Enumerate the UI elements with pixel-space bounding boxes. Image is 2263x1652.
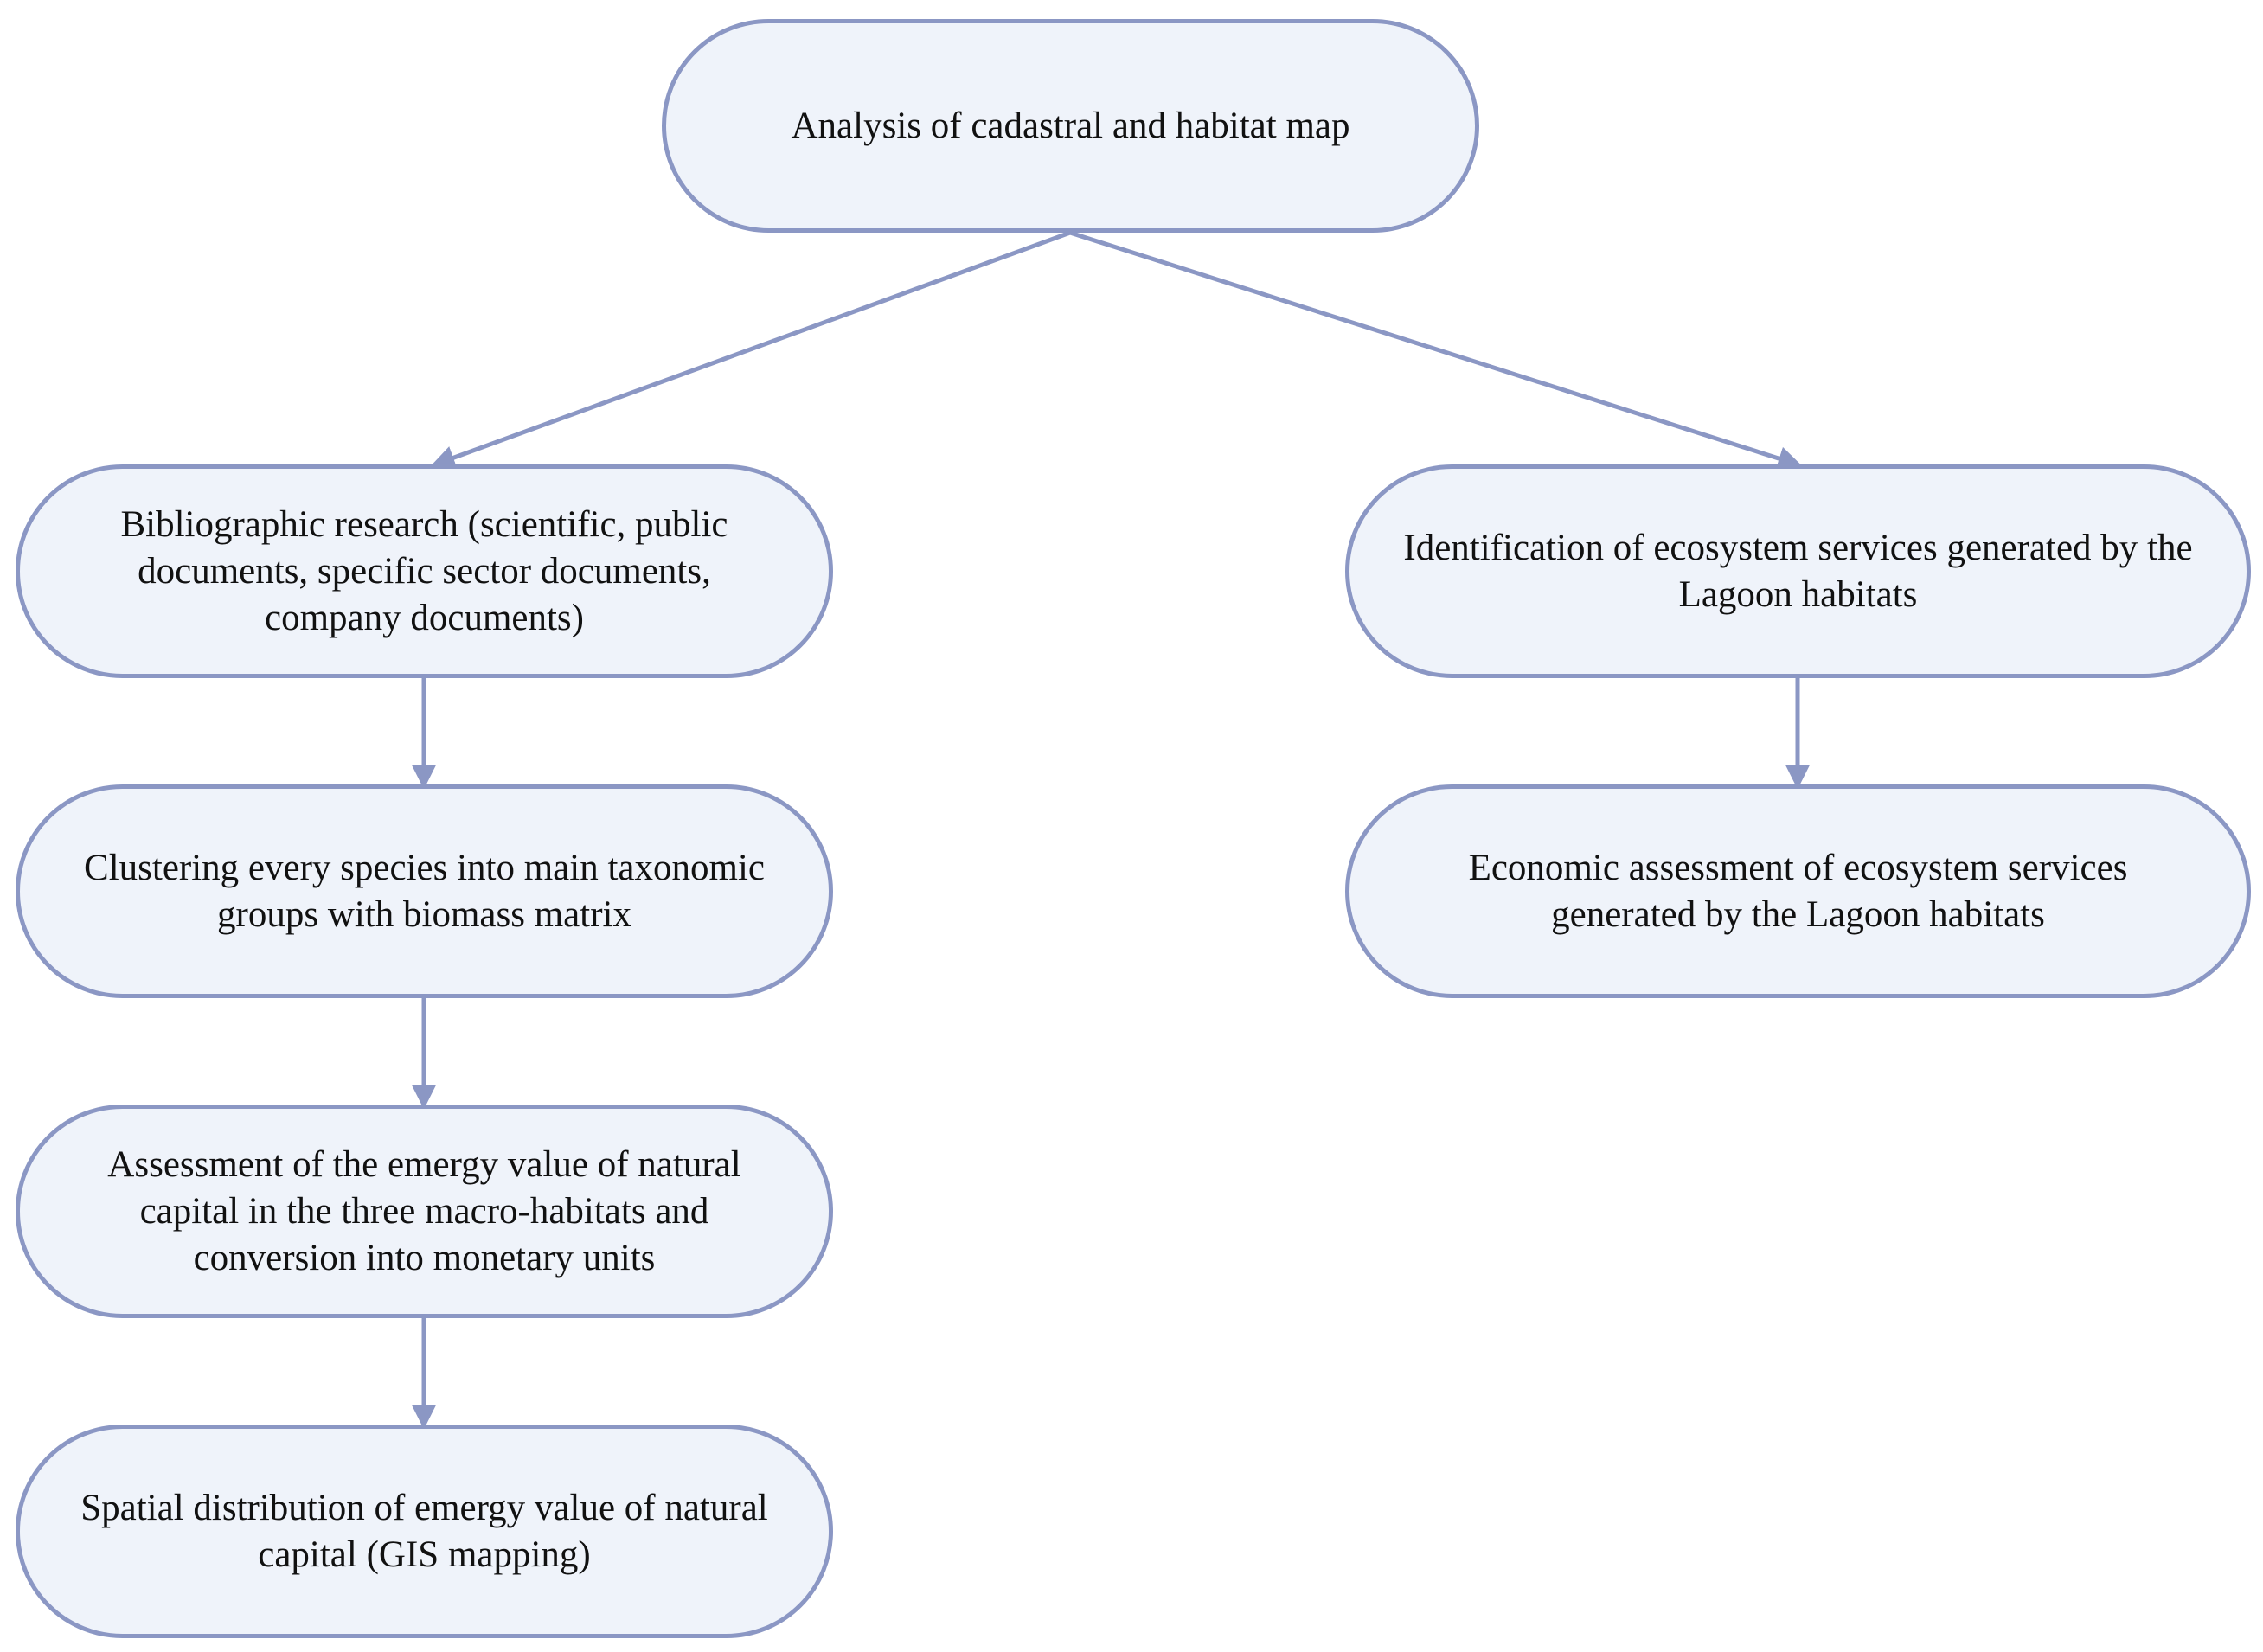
node-emergy-value-assessment: Assessment of the emergy value of natura… [16,1105,833,1318]
node-label: Assessment of the emergy value of natura… [107,1143,741,1278]
node-label: Analysis of cadastral and habitat map [791,105,1350,146]
node-label: Economic assessment of ecosystem service… [1468,847,2128,935]
node-economic-assessment-ecosystem-services: Economic assessment of ecosystem service… [1345,784,2251,998]
connector-root-to-identification [1069,230,1803,471]
node-label: Bibliographic research (scientific, publ… [120,503,728,638]
node-identification-ecosystem-services: Identification of ecosystem services gen… [1345,464,2251,678]
node-label: Spatial distribution of emergy value of … [80,1487,768,1575]
node-label: Clustering every species into main taxon… [84,847,765,935]
connector-root-to-bibliographic [430,230,1071,470]
node-spatial-distribution: Spatial distribution of emergy value of … [16,1425,833,1638]
node-clustering-species: Clustering every species into main taxon… [16,784,833,998]
node-label: Identification of ecosystem services gen… [1403,527,2193,615]
node-bibliographic-research: Bibliographic research (scientific, publ… [16,464,833,678]
node-analysis-cadastral-habitat-map: Analysis of cadastral and habitat map [662,19,1479,233]
